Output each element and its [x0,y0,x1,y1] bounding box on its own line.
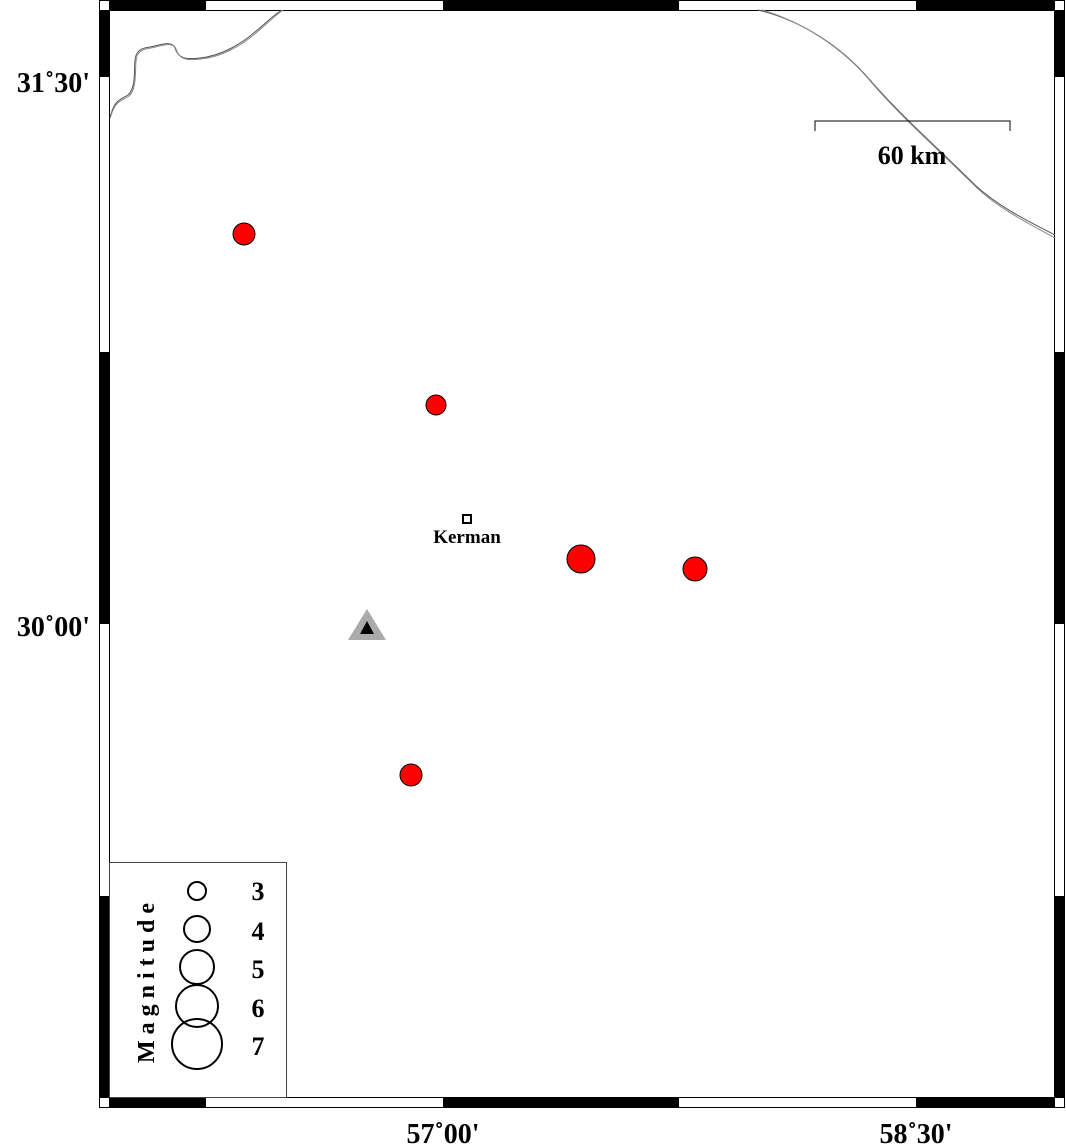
lat-label-31-30: 31˚30' [17,68,90,99]
legend-label-6: 6 [252,994,265,1023]
legend-circle-4 [183,915,211,943]
lat-label-30-00: 30˚00' [17,612,90,643]
station-triangle-icon[interactable] [348,609,386,640]
magnitude-legend: Magnitude 3 4 5 6 7 [109,862,287,1098]
legend-circle-6 [175,984,219,1028]
legend-label-5: 5 [252,955,265,984]
scale-bar-label: 60 km [878,141,947,170]
city-label: Kerman [433,527,501,548]
city-square-icon [462,514,472,524]
legend-label-3: 3 [252,877,265,906]
lon-label-57-00: 57˚00' [406,1119,479,1147]
legend-title: Magnitude [134,897,160,1063]
legend-circle-7 [171,1018,223,1070]
earthquake-marker[interactable] [682,556,708,582]
city-kerman: Kerman [433,514,501,548]
earthquake-events [232,222,708,787]
legend-label-7: 7 [252,1032,265,1061]
legend-circle-3 [187,881,207,901]
earthquake-marker[interactable] [566,544,596,574]
border-lines [109,9,1056,239]
earthquake-marker[interactable] [399,763,423,787]
earthquake-marker[interactable] [232,222,256,246]
scale-bar: 60 km [814,120,1011,170]
legend-label-4: 4 [252,917,265,946]
earthquake-marker[interactable] [425,394,447,416]
lon-label-58-30: 58˚30' [879,1119,952,1147]
